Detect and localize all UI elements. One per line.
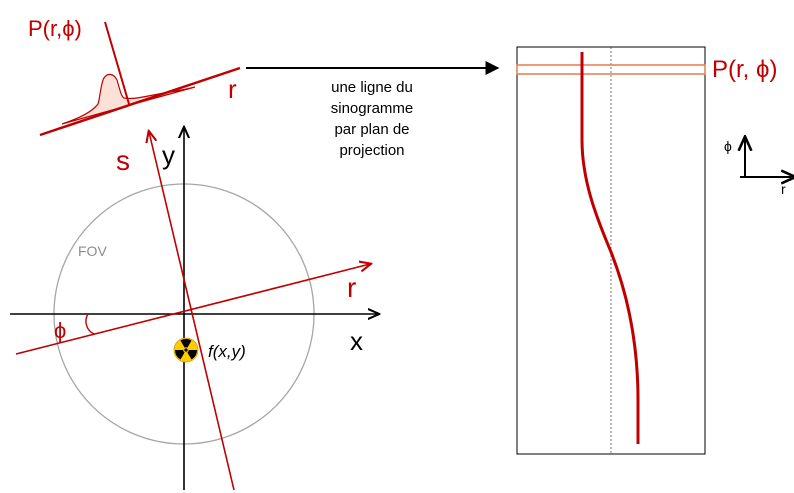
legend-phi-label: ϕ xyxy=(724,138,732,154)
x-label: x xyxy=(350,326,363,356)
coordinate-system: FOV x y r s ϕ f(x,y) xyxy=(10,128,378,491)
caption-line-3: par plan de xyxy=(334,121,409,138)
highlighted-row xyxy=(516,64,706,75)
s-label: s xyxy=(116,145,130,176)
caption-line-4: projection xyxy=(339,142,404,159)
y-label: y xyxy=(162,140,175,170)
caption-line-2: sinogramme xyxy=(331,100,414,117)
phi-label: ϕ xyxy=(54,318,66,343)
profile-baseline xyxy=(39,66,241,137)
caption-line-1: une ligne du xyxy=(331,79,413,96)
legend-r-label: r xyxy=(781,181,786,197)
projection-r-label: r xyxy=(228,74,237,104)
sinogram-row-label: P(r, ϕ) xyxy=(712,56,777,83)
radioactive-icon xyxy=(173,337,199,363)
sinogram-axes-legend: ϕ r xyxy=(724,138,794,197)
r-axis xyxy=(15,264,370,355)
projection-label: P(r,ϕ) xyxy=(28,16,82,41)
phi-angle-arc xyxy=(85,313,95,335)
r-label: r xyxy=(347,272,356,303)
fov-label: FOV xyxy=(78,243,107,259)
s-axis xyxy=(149,132,235,491)
sinogram: P(r, ϕ) xyxy=(516,46,777,455)
source-label: f(x,y) xyxy=(208,342,246,361)
projection-profile: P(r,ϕ) r xyxy=(28,16,241,137)
sinogram-trace xyxy=(580,52,640,444)
projection-direction-line xyxy=(104,21,130,105)
